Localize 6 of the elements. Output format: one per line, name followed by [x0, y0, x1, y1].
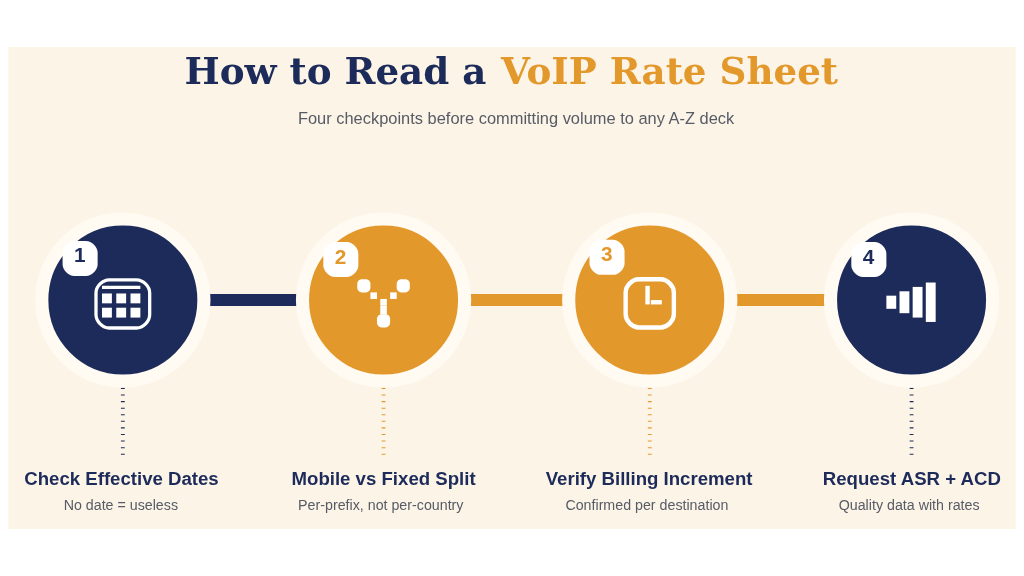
node-text: Verify Billing Increment Confirmed per destination [545, 468, 753, 514]
node-text: Mobile vs Fixed Split Per-prefix, not per-country [291, 468, 476, 514]
node-text: Check Effective Dates No date = useless [24, 468, 219, 514]
node-text: Request ASR + ACD Quality data with rates [822, 468, 1001, 514]
diagram-title: How to Read a VoIP Rate Sheet [184, 49, 839, 94]
label: Four checkpoints before committing volume to any A-Z deck [297, 109, 735, 128]
